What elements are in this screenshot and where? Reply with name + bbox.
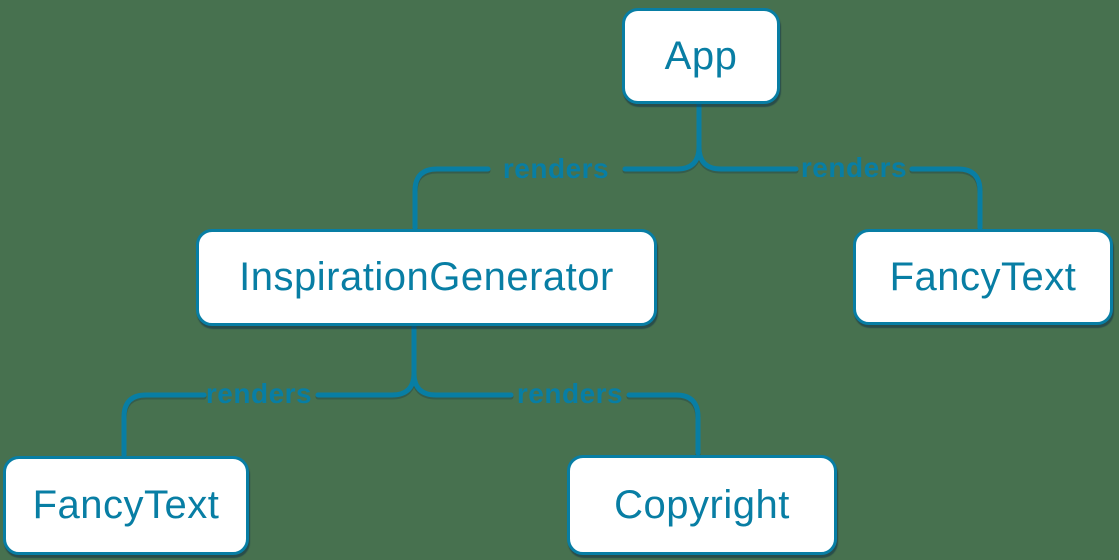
node-app: App <box>622 8 780 104</box>
node-inspiration-generator-label: InspirationGenerator <box>239 255 614 299</box>
edge-label-renders-inspirationgenerator-fancytext: renders <box>205 378 313 409</box>
node-fancy-text-top-right: FancyText <box>853 229 1113 325</box>
node-copyright: Copyright <box>567 455 837 555</box>
node-copyright-label: Copyright <box>614 482 790 527</box>
edge-label-renders-app-fancytext: renders <box>800 152 908 183</box>
node-app-label: App <box>664 33 738 78</box>
node-inspiration-generator: InspirationGenerator <box>196 229 657 326</box>
node-fancy-text-bottom-left: FancyText <box>3 456 249 555</box>
edge-app-to-fancytext <box>696 144 983 231</box>
node-fancy-text-bottom-left-label: FancyText <box>32 483 220 527</box>
edge-inspirationgenerator-to-copyright <box>411 370 701 456</box>
edge-label-renders-app-inspirationgenerator: renders <box>502 153 610 184</box>
edge-label-renders-inspirationgenerator-copyright: renders <box>516 378 624 409</box>
node-fancy-text-top-right-label: FancyText <box>889 254 1077 299</box>
